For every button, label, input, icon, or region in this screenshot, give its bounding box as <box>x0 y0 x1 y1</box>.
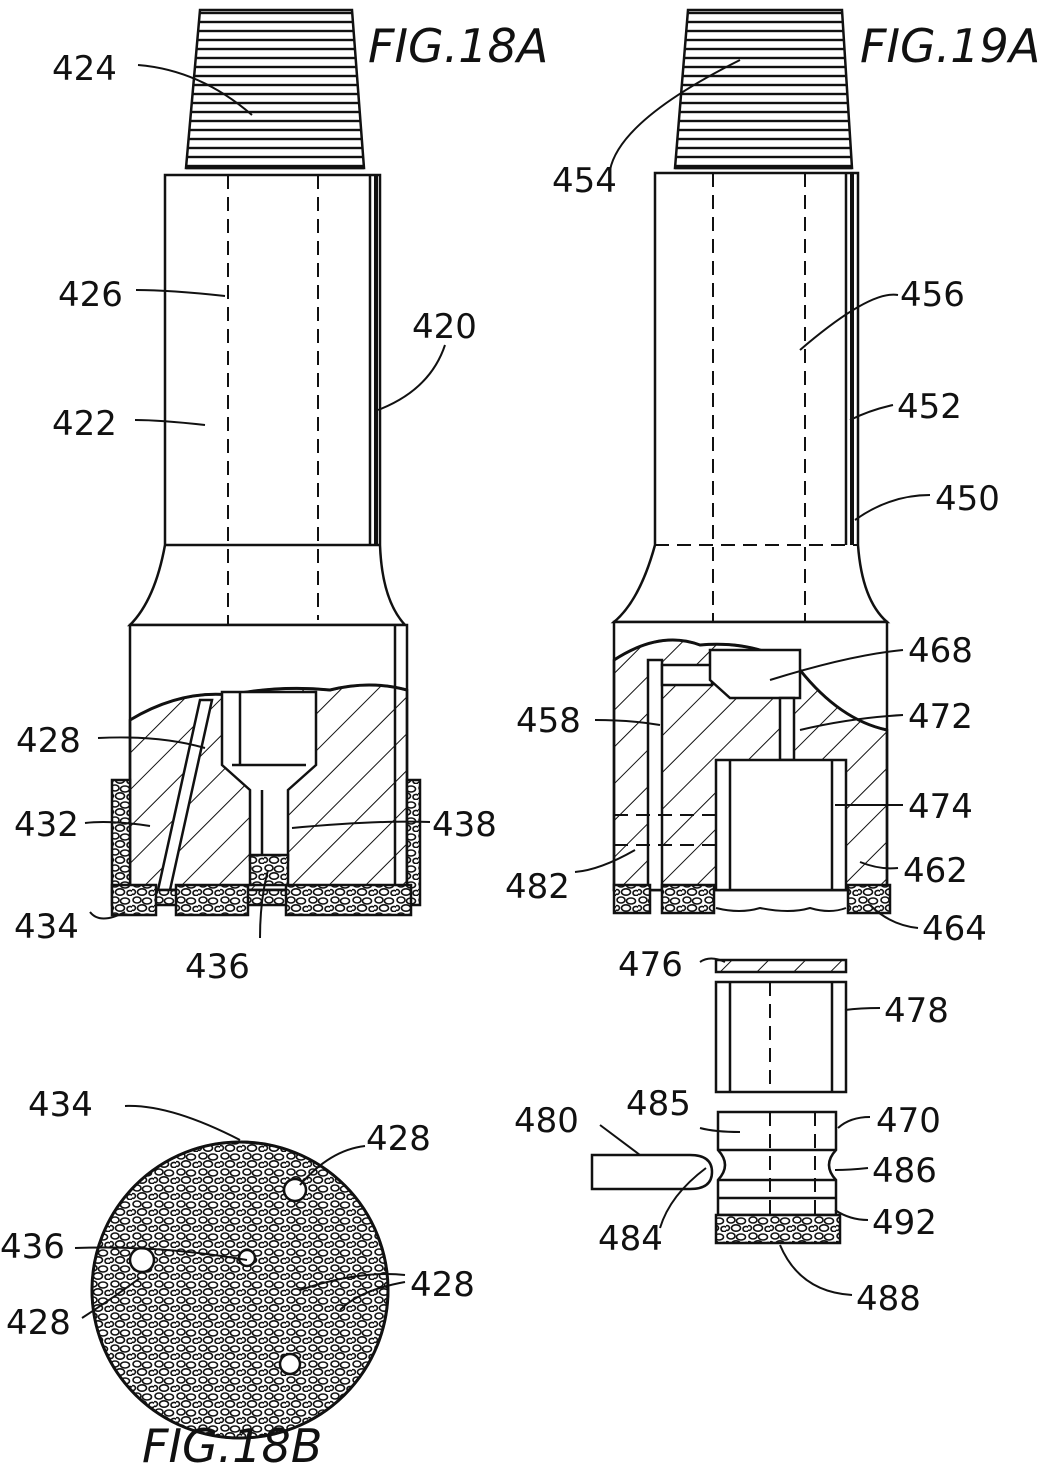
fig18a-threaded-pin <box>184 8 366 170</box>
label-476: 476 <box>618 945 683 985</box>
label-436: 436 <box>185 947 250 987</box>
fig19a-insert-pocket <box>714 758 848 892</box>
label-420: 420 <box>412 307 477 347</box>
label-452: 452 <box>897 387 962 427</box>
fig18a-shank <box>126 173 408 627</box>
label-454: 454 <box>552 161 617 201</box>
fig19a-sleeve-478 <box>714 980 848 1094</box>
label-468: 468 <box>908 631 973 671</box>
label-434: 434 <box>14 907 79 947</box>
label-426: 426 <box>58 275 123 315</box>
label-462: 462 <box>903 851 968 891</box>
label-428-face-right: 428 <box>410 1265 475 1305</box>
label-474: 474 <box>908 787 973 827</box>
fig19a-cap-476 <box>714 958 848 974</box>
fig19a-threaded-pin <box>673 8 854 170</box>
label-436-face: 436 <box>0 1227 65 1267</box>
fig-18b-bit-face <box>90 1140 390 1440</box>
label-438: 438 <box>432 805 497 845</box>
leader-lines <box>74 59 931 1319</box>
label-456: 456 <box>900 275 965 315</box>
fig19a-insert-grit <box>714 1213 842 1245</box>
fig-19a-title: FIG.19A <box>860 19 1040 73</box>
label-432: 432 <box>14 805 79 845</box>
label-464: 464 <box>922 909 987 949</box>
fig-19a-drill-bit <box>590 8 892 1245</box>
label-428-face-top: 428 <box>366 1119 431 1159</box>
fig-18a-title: FIG.18A <box>368 19 548 73</box>
fig19a-pin-480 <box>590 1153 714 1191</box>
label-470: 470 <box>876 1101 941 1141</box>
label-472: 472 <box>908 697 973 737</box>
label-492: 492 <box>872 1203 937 1243</box>
label-486: 486 <box>872 1151 937 1191</box>
label-428-face-left: 428 <box>6 1303 71 1343</box>
label-450: 450 <box>935 479 1000 519</box>
fig-18a-drill-bit <box>110 8 422 917</box>
label-422: 422 <box>52 404 117 444</box>
label-478: 478 <box>884 991 949 1031</box>
fig-18b-title: FIG.18B <box>142 1419 322 1473</box>
label-480: 480 <box>514 1101 579 1141</box>
label-428: 428 <box>16 721 81 761</box>
reference-numerals: 424 426 422 420 428 432 434 436 438 454 … <box>0 49 1000 1343</box>
label-488: 488 <box>856 1279 921 1319</box>
label-485: 485 <box>626 1084 691 1124</box>
label-484: 484 <box>598 1219 663 1259</box>
fig19a-insert-470 <box>716 1110 838 1217</box>
label-482: 482 <box>505 867 570 907</box>
label-434-face: 434 <box>28 1085 93 1125</box>
label-424: 424 <box>52 49 117 89</box>
label-458: 458 <box>516 701 581 741</box>
